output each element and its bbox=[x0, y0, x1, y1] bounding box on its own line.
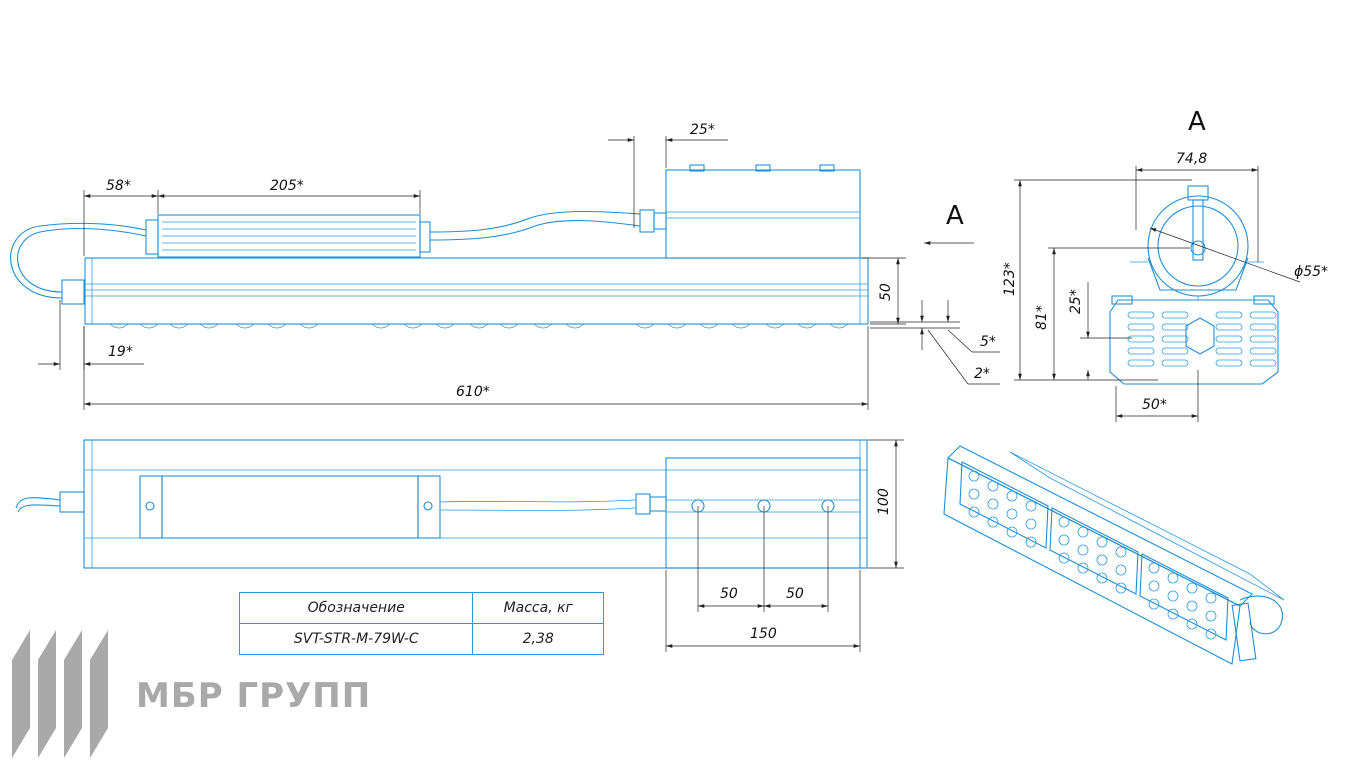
table-cell-mass: 2,38 bbox=[472, 623, 604, 655]
view-title-a: A bbox=[1188, 107, 1206, 137]
table-header-designation: Обозначение bbox=[238, 592, 474, 624]
top-view bbox=[15, 439, 868, 569]
section-marker-a: A bbox=[946, 201, 964, 231]
dim-25-top: 25* bbox=[690, 122, 715, 138]
front-view bbox=[10, 164, 869, 329]
logo-text: МБР ГРУПП bbox=[136, 676, 372, 716]
dim-50-left: 50 bbox=[720, 586, 738, 602]
table-header-mass: Масса, кг bbox=[472, 592, 604, 624]
dim-50-bottom: 50* bbox=[1142, 397, 1167, 413]
dim-123: 123* bbox=[1002, 262, 1018, 296]
company-logo bbox=[12, 630, 108, 758]
dim-diameter-55: ϕ55* bbox=[1294, 264, 1328, 280]
dim-74-8: 74,8 bbox=[1176, 151, 1207, 167]
dim-19: 19* bbox=[108, 344, 133, 360]
table-cell-model: SVT-STR-M-79W-C bbox=[238, 623, 474, 655]
top-dimensions: 100 50 50 150 bbox=[665, 439, 904, 652]
end-view-a: A bbox=[1109, 107, 1279, 385]
dim-58: 58* bbox=[106, 178, 131, 194]
spec-table: Обозначение Масса, кг SVT-STR-M-79W-C 2,… bbox=[238, 592, 604, 655]
isometric-view bbox=[943, 445, 1285, 665]
led-panels bbox=[959, 461, 1229, 641]
dim-100: 100 bbox=[876, 488, 892, 515]
front-dimensions: 58* 205* 25* 19* 610* 50 5* 2* A bbox=[38, 122, 1000, 410]
end-view-dimensions: 74,8 ϕ55* 123* 81* 25* 50* bbox=[1002, 151, 1328, 422]
dim-2: 2* bbox=[974, 366, 990, 382]
dim-5: 5* bbox=[980, 334, 996, 350]
dim-150: 150 bbox=[750, 626, 777, 642]
dim-50-vertical: 50 bbox=[878, 283, 894, 301]
lens-row bbox=[109, 323, 849, 329]
dim-25-vertical: 25* bbox=[1068, 289, 1084, 314]
dim-610: 610* bbox=[456, 384, 490, 400]
dim-205: 205* bbox=[270, 178, 304, 194]
dim-50-right: 50 bbox=[786, 586, 804, 602]
dim-81: 81* bbox=[1034, 305, 1050, 330]
heatsink-slots bbox=[1127, 311, 1277, 367]
